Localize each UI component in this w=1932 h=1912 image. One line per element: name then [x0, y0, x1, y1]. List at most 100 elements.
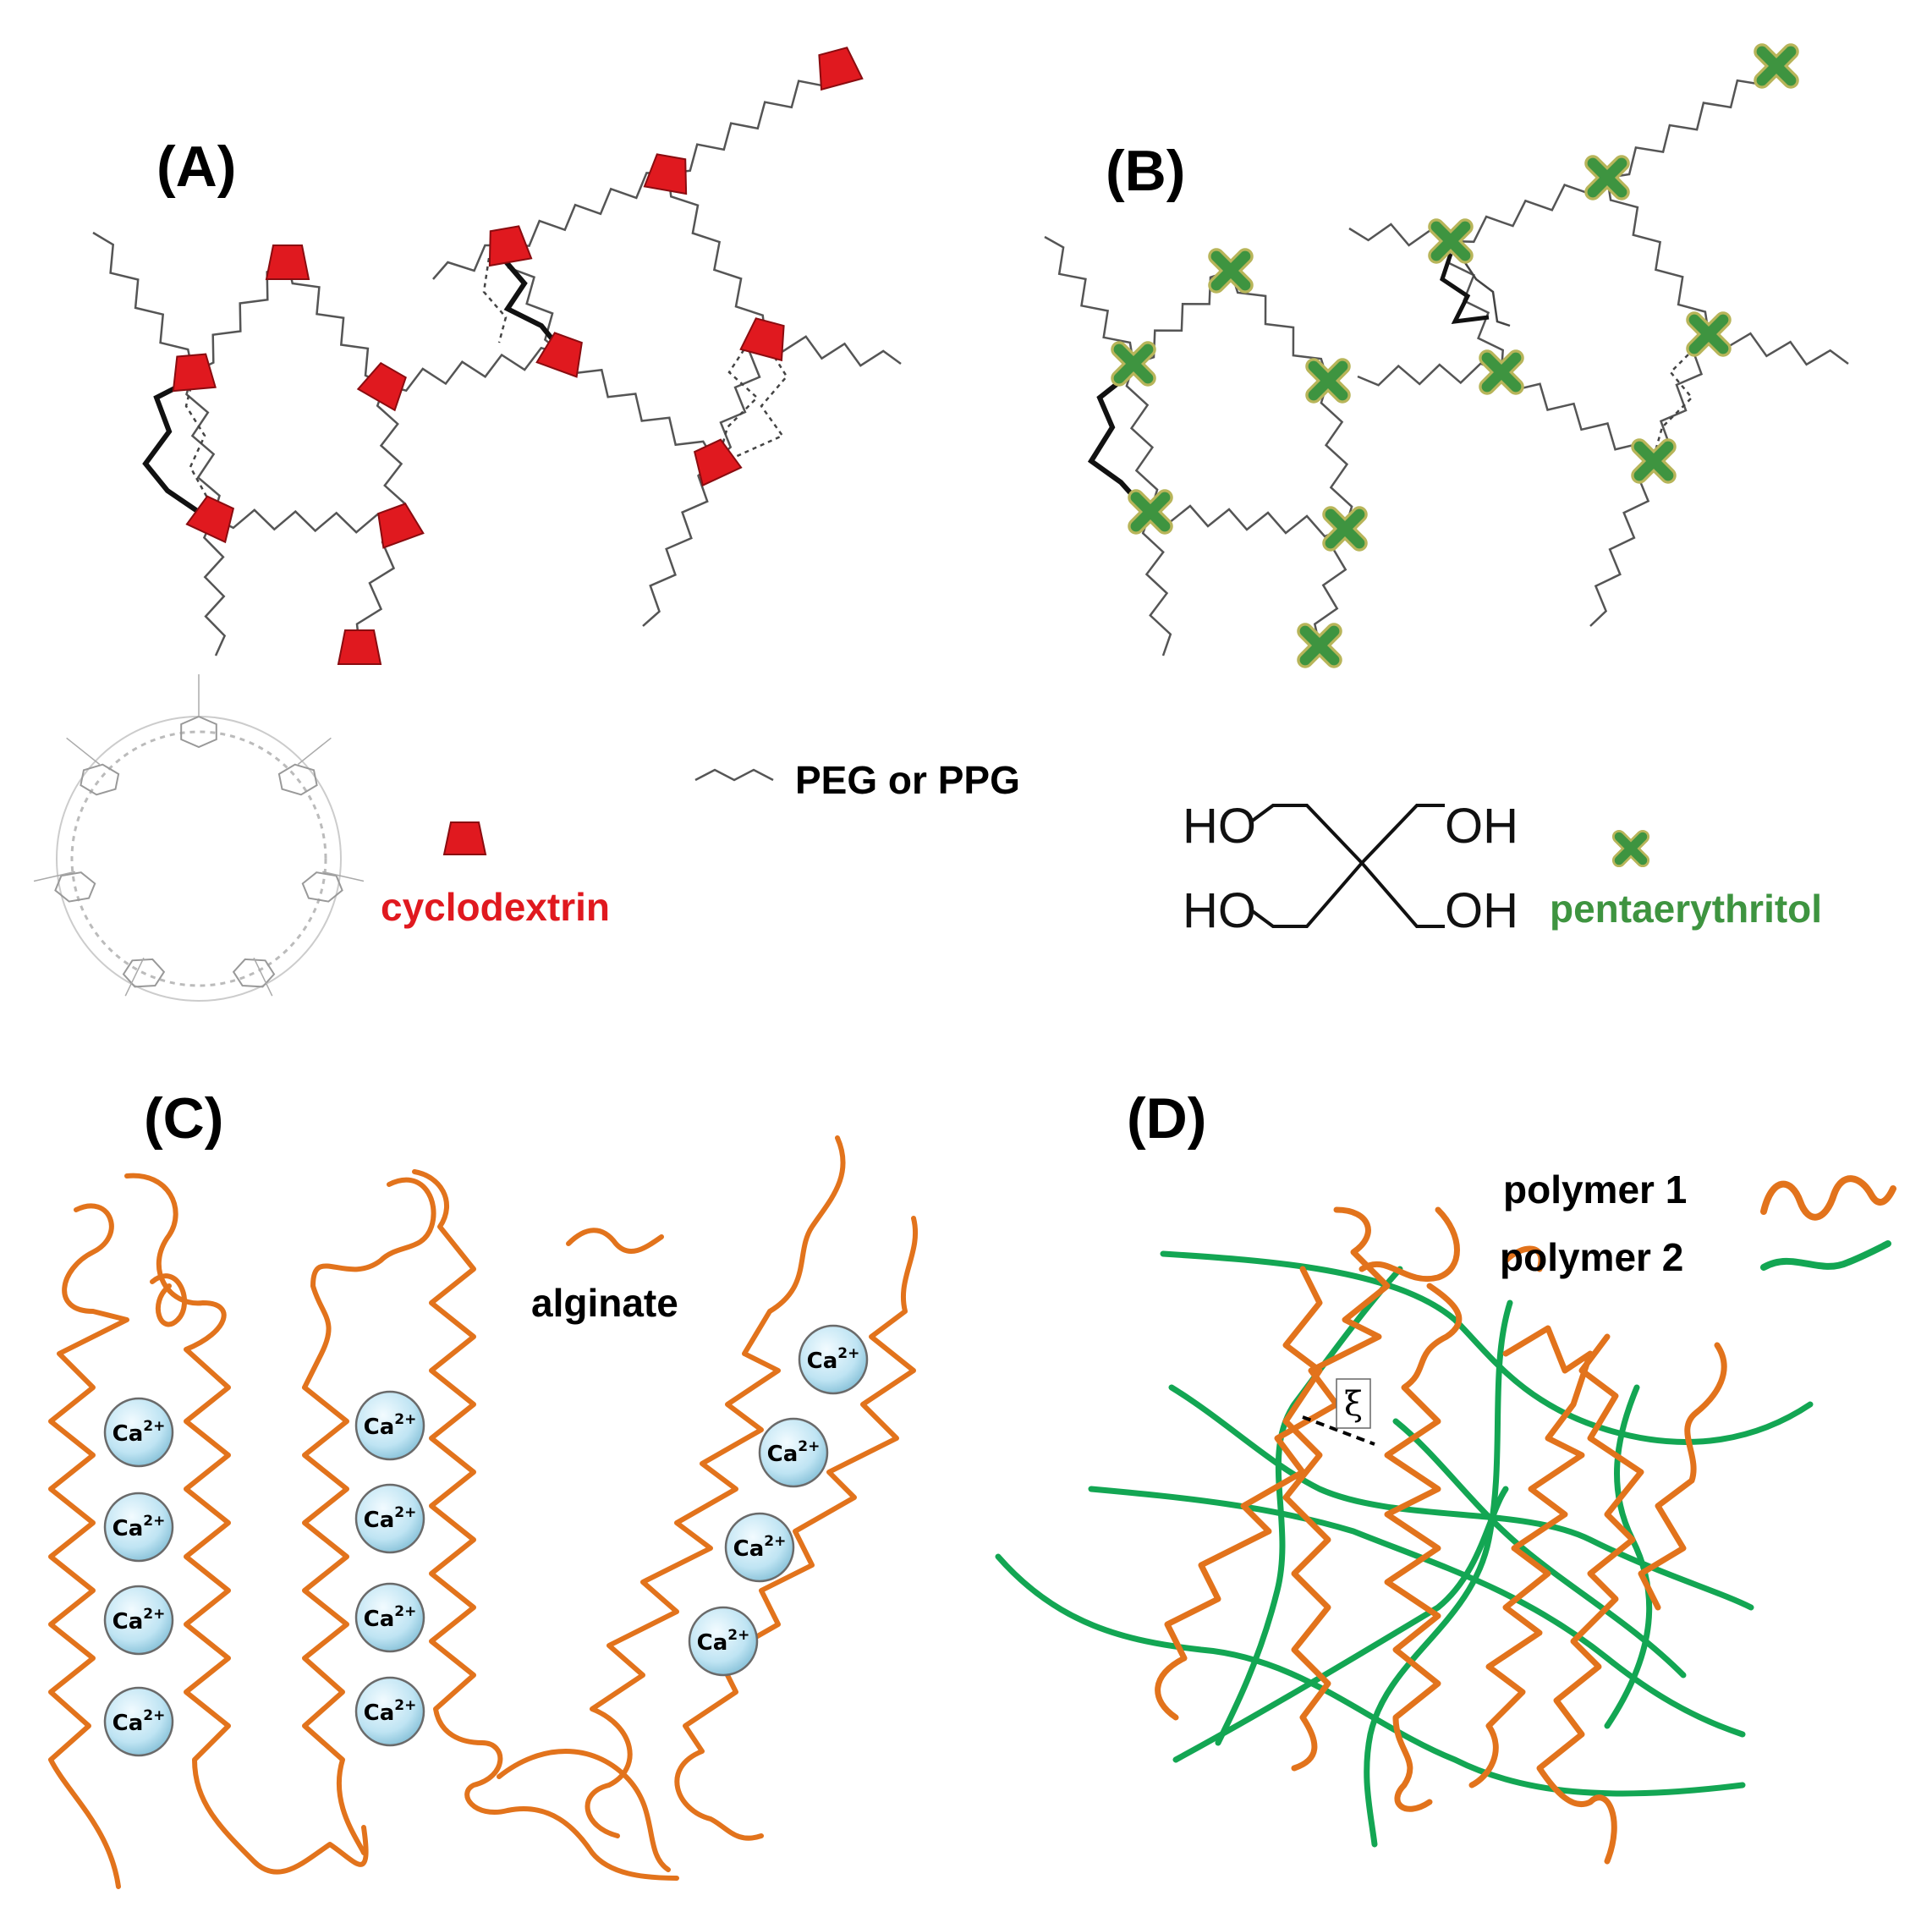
- polymer-1-legend-label: polymer 1: [1503, 1168, 1687, 1211]
- glucose-ring: [301, 871, 343, 903]
- peg-chain: [561, 353, 716, 462]
- hydroxyl-bond: [124, 957, 145, 997]
- calcium-ion: Ca2+: [103, 1492, 174, 1563]
- cross-stroke: [1430, 221, 1471, 261]
- pentaerythritol-node: [1631, 438, 1677, 484]
- mesh-size-marker: [1302, 1415, 1375, 1446]
- ion-label: Ca2+: [113, 1513, 166, 1541]
- cyclodextrin-node: [337, 629, 382, 665]
- cross-stroke: [1756, 46, 1797, 86]
- alginate-chain: [497, 1749, 671, 1872]
- cross-stroke: [1633, 441, 1674, 481]
- panel-a-label: (A): [156, 135, 236, 199]
- cyclodextrin-node: [535, 332, 583, 378]
- polymer-1-chain: [1502, 1245, 1545, 1272]
- cyclodextrin-shape: [488, 225, 533, 267]
- glucose-ring: [232, 958, 276, 988]
- polymer-2-chain: [1088, 1486, 1746, 1738]
- polymer-2-legend-icon: [1760, 1240, 1891, 1271]
- peg-chain-dangling: [202, 517, 227, 657]
- panel-d-label: (D): [1127, 1086, 1206, 1151]
- ion-label: Ca2+: [113, 1418, 166, 1447]
- cross-stroke: [1587, 157, 1627, 198]
- peg-chain: [212, 508, 398, 534]
- ion-sphere: [798, 1324, 869, 1395]
- cyclodextrin-node: [818, 47, 864, 91]
- cyclodextrin-shape: [265, 244, 310, 280]
- chain-legend-label: PEG or PPG: [795, 758, 1020, 802]
- alginate-chain: [302, 1177, 436, 1855]
- glucose-ring: [80, 763, 120, 796]
- threaded-chain: [497, 252, 563, 350]
- ion-sphere: [688, 1606, 759, 1677]
- pentaerythritol-node: [1305, 358, 1351, 404]
- calcium-ion: Ca2+: [103, 1397, 174, 1468]
- hydroxyl-bond: [33, 871, 75, 882]
- ion-sphere: [103, 1397, 174, 1468]
- polymer-1-chain: [1536, 1333, 1644, 1865]
- cyclodextrin-node: [643, 153, 688, 195]
- peg-chains: [1044, 65, 1849, 657]
- panel-b-pentaerythritol-network: [1044, 43, 1849, 668]
- ion-label: Ca2+: [733, 1533, 787, 1562]
- calcium-ion: Ca2+: [758, 1417, 829, 1488]
- ion-label: Ca2+: [364, 1411, 417, 1440]
- polymer-1-chain: [1155, 1206, 1391, 1721]
- chain-legend-icon: [694, 768, 774, 782]
- peg-chain: [185, 371, 221, 519]
- peg-chain: [714, 338, 766, 462]
- cyclodextrin-nodes: [172, 47, 864, 665]
- cross-stroke: [1614, 832, 1648, 865]
- peg-chain: [1500, 371, 1655, 462]
- ion-label: Ca2+: [364, 1603, 417, 1632]
- cyclodextrin-shape: [377, 503, 425, 549]
- threaded-chain: [184, 378, 210, 500]
- panel-a-cyclodextrin-network: [92, 47, 902, 665]
- threaded-chain: [1652, 342, 1701, 458]
- glucose-ring: [277, 763, 318, 796]
- cyclodextrin-node: [739, 317, 785, 362]
- pentaerythritol-node: [1128, 489, 1173, 535]
- polymer-1-legend-icon: [1760, 1175, 1896, 1221]
- ion-sphere: [354, 1676, 425, 1747]
- pentaerythritol-legend-label: pentaerythritol: [1550, 887, 1822, 931]
- cyclodextrin-structure: [33, 674, 365, 1002]
- peg-chain: [667, 173, 767, 339]
- cyclodextrin-shape: [337, 629, 382, 665]
- cross-stroke: [1325, 508, 1365, 549]
- peg-chain-dangling: [642, 460, 716, 627]
- pentaerythritol-node: [1686, 311, 1732, 357]
- polymer-2-legend-label: polymer 2: [1500, 1235, 1683, 1279]
- cyclodextrin-node: [693, 438, 743, 487]
- ion-sphere: [354, 1582, 425, 1653]
- polymer-2-chain: [1364, 1299, 1513, 1848]
- peg-chain: [1450, 177, 1608, 244]
- panel-c-label: (C): [144, 1086, 223, 1151]
- calcium-ion: Ca2+: [354, 1390, 425, 1461]
- alginate-chain: [150, 1273, 187, 1327]
- peg-chain: [1447, 240, 1505, 373]
- cyclodextrin-node: [488, 225, 533, 267]
- calcium-ion: Ca2+: [354, 1483, 425, 1554]
- ion-label: Ca2+: [364, 1504, 417, 1533]
- ion-sphere: [758, 1417, 829, 1488]
- calcium-ion: Ca2+: [354, 1582, 425, 1653]
- glucose-ring: [54, 871, 96, 903]
- pentaerythritol-node: [1754, 43, 1799, 89]
- peg-chain-dangling: [1141, 511, 1172, 657]
- alginate-chain: [124, 1173, 369, 1875]
- ion-sphere: [724, 1512, 795, 1583]
- polymer-2-chain: [995, 1553, 1746, 1797]
- ion-sphere: [103, 1585, 174, 1656]
- polymer-1-chain: [1468, 1325, 1594, 1788]
- peg-chain-dangling: [1708, 332, 1849, 366]
- ion-sphere: [103, 1686, 174, 1757]
- alginate-chain: [674, 1216, 919, 1841]
- threaded-chain: [717, 342, 759, 458]
- ion-label: Ca2+: [807, 1345, 860, 1374]
- ion-label: Ca2+: [697, 1627, 750, 1656]
- peg-chain: [376, 384, 407, 525]
- polymer-2-chain: [1392, 1418, 1687, 1678]
- ion-label: Ca2+: [364, 1697, 417, 1726]
- pentaerythritol-node: [1428, 218, 1474, 264]
